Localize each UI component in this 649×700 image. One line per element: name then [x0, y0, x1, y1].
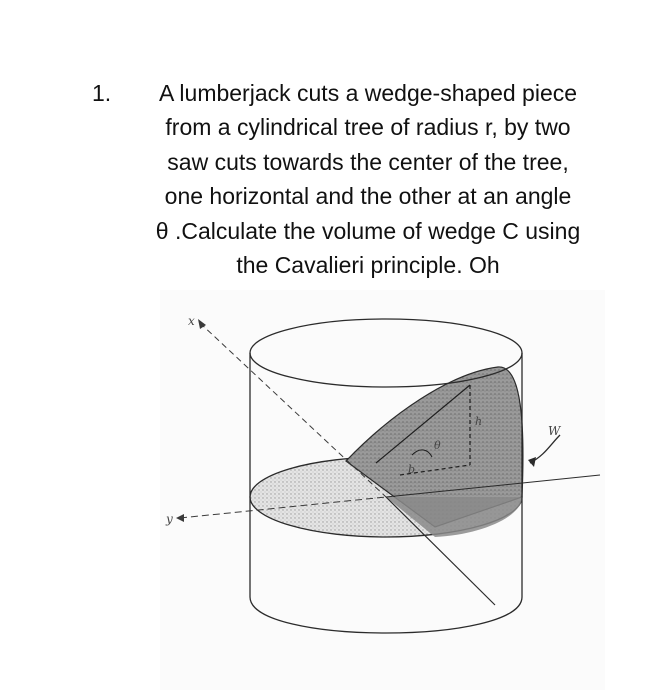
y-axis-arrow	[176, 514, 184, 522]
cylinder-bottom	[249, 596, 523, 634]
angle-label: θ	[434, 439, 441, 452]
problem-line: A lumberjack cuts a wedge-shaped piece	[158, 80, 578, 106]
problem-statement: 1. A lumberjack cuts a wedge-shaped piec…	[0, 0, 649, 290]
x-axis-label: x	[188, 314, 195, 328]
axis-right-extension	[385, 474, 601, 498]
wedge-diagram: x y W h θ b	[150, 285, 610, 695]
angle-arc	[411, 449, 433, 458]
problem-number: 1.	[92, 80, 112, 106]
wedge-label: W	[548, 424, 562, 438]
base-line	[399, 464, 471, 476]
x-axis	[199, 322, 387, 498]
problem-line: the Cavalieri principle. Oh	[236, 252, 500, 279]
y-axis	[179, 496, 387, 519]
problem-line: one horizontal and the other at an angle	[164, 183, 572, 210]
height-label: h	[475, 415, 482, 428]
cross-section-hypotenuse	[375, 384, 471, 464]
base-label: b	[408, 463, 415, 476]
x-axis-lower	[385, 496, 496, 606]
x-axis-arrow	[198, 319, 206, 329]
problem-line: θ .Calculate the volume of wedge C using	[155, 217, 581, 244]
problem-line: from a cylindrical tree of radius r, by …	[165, 114, 571, 141]
wedge-pointer-arrow	[528, 457, 536, 467]
cylinder-wedge-figure: x y W h θ b	[160, 290, 605, 690]
wedge-base	[386, 497, 522, 537]
y-axis-label: y	[165, 512, 173, 526]
problem-line: saw cuts towards the center of the tree,	[167, 148, 569, 175]
problem-text: A lumberjack cuts a wedge-shaped piece f…	[118, 76, 618, 282]
